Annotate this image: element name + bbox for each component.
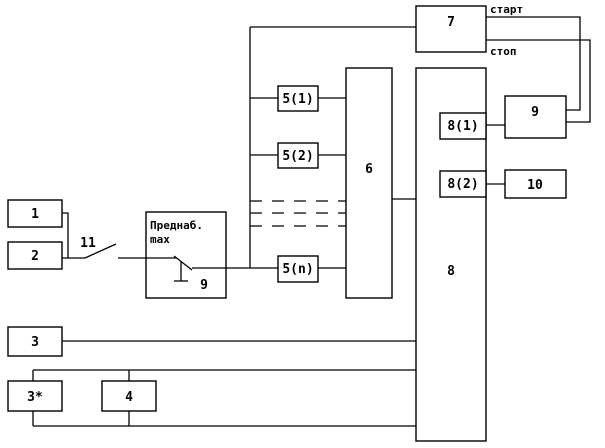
block-5-1: 5(1) [277, 85, 319, 112]
block-5-n: 5(n) [277, 255, 319, 283]
signal-start-label: старт [490, 3, 523, 16]
wire-preset-switch-blade [173, 255, 193, 271]
block-8-1: 8(1) [439, 112, 487, 140]
block-4-label: 4 [125, 390, 133, 405]
wire-switch-11-blade [84, 243, 117, 259]
block-4: 4 [101, 380, 157, 412]
block-7-label: 7 [447, 15, 455, 30]
block-8-label: 8 [447, 264, 455, 279]
block-10-label: 10 [527, 178, 543, 193]
block-9: 9 [504, 95, 567, 139]
wire-start [486, 16, 581, 111]
block-8-2-label: 8(2) [447, 177, 478, 192]
block-5-2: 5(2) [277, 142, 319, 169]
signal-stop-label: стоп [490, 45, 517, 58]
block-3-star: 3* [7, 380, 63, 412]
preset-title-line2: max [150, 233, 170, 246]
block-10: 10 [504, 169, 567, 199]
block-6: 6 [345, 67, 393, 299]
block-7: 7 [415, 5, 487, 53]
block-8-1-label: 8(1) [447, 119, 478, 134]
block-3: 3 [7, 326, 63, 357]
wires [32, 16, 591, 427]
switch-11-label: 11 [80, 236, 96, 251]
block-8-2: 8(2) [439, 170, 487, 198]
wire-1-2-join [62, 212, 69, 259]
preset-switch-label: 9 [200, 278, 208, 293]
block-1: 1 [7, 199, 63, 228]
block-5-n-label: 5(n) [282, 262, 313, 277]
block-9-label: 9 [531, 105, 539, 120]
block-3-label: 3 [31, 335, 39, 350]
block-2-label: 2 [31, 249, 39, 264]
block-6-label: 6 [365, 162, 373, 177]
block-3-star-label: 3* [27, 390, 43, 405]
block-5-1-label: 5(1) [282, 92, 313, 107]
preset-title-line1: Преднаб. [150, 219, 203, 232]
block-1-label: 1 [31, 207, 39, 222]
block-2: 2 [7, 241, 63, 270]
wire-stop [486, 39, 591, 123]
preset-block: Преднаб. max 9 [145, 211, 227, 299]
block-5-2-label: 5(2) [282, 149, 313, 164]
